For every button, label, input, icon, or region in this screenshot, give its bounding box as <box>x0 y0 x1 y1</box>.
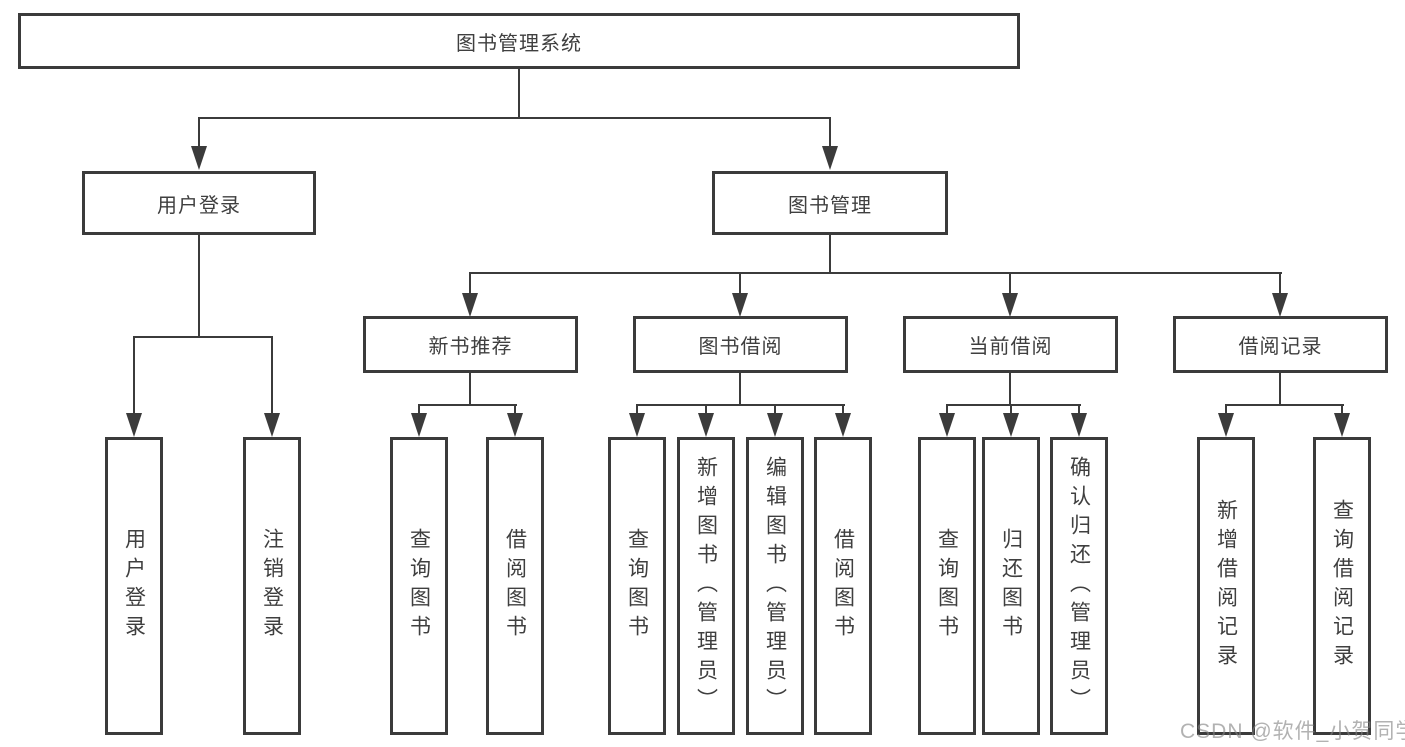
arrow-down <box>264 413 280 437</box>
leaf-label: 用户登录 <box>122 528 146 644</box>
leaf-label: 查询图书 <box>625 528 649 644</box>
connector-line <box>636 404 638 416</box>
node-book-borrow: 图书借阅 <box>633 316 848 373</box>
leaf-label: 查询图书 <box>407 528 431 644</box>
leaf-label: 借阅图书 <box>831 528 855 644</box>
leaf-label: 借阅图书 <box>503 528 527 644</box>
connector-line <box>829 117 831 149</box>
connector-line <box>1225 404 1227 416</box>
connector-line <box>1279 272 1281 295</box>
leaf-label: 查询图书 <box>935 528 959 644</box>
connector-line <box>636 404 845 406</box>
leaf-confirm-return-admin: 确认归还（管理员） <box>1050 437 1108 735</box>
arrow-down <box>1218 413 1234 437</box>
connector-line <box>1341 404 1343 416</box>
connector-line <box>518 69 520 117</box>
arrow-down <box>1334 413 1350 437</box>
node-new-book-recommend: 新书推荐 <box>363 316 578 373</box>
leaf-query-borrow-record: 查询借阅记录 <box>1313 437 1371 735</box>
connector-line <box>469 272 1282 274</box>
leaf-label: 编辑图书（管理员） <box>763 455 787 717</box>
arrow-down <box>126 413 142 437</box>
connector-line <box>829 235 831 273</box>
leaf-borrow-books-1: 借阅图书 <box>486 437 544 735</box>
arrow-down <box>732 293 748 317</box>
arrow-down <box>411 413 427 437</box>
watermark: CSDN @软件_小贺同学 <box>1180 720 1405 743</box>
connector-line <box>1078 404 1080 416</box>
leaf-borrow-books-2: 借阅图书 <box>814 437 872 735</box>
connector-line <box>418 404 517 406</box>
connector-line <box>469 371 471 406</box>
connector-line <box>1009 272 1011 295</box>
connector-line <box>198 117 200 149</box>
leaf-label: 归还图书 <box>999 528 1023 644</box>
connector-line <box>198 235 200 337</box>
leaf-label: 确认归还（管理员） <box>1067 455 1091 717</box>
connector-line <box>739 272 741 295</box>
arrow-down <box>698 413 714 437</box>
arrow-down <box>1071 413 1087 437</box>
leaf-add-borrow-record: 新增借阅记录 <box>1197 437 1255 735</box>
leaf-label: 新增图书（管理员） <box>694 455 718 717</box>
connector-line <box>842 404 844 416</box>
connector-line <box>946 404 1081 406</box>
connector-line <box>1009 371 1011 406</box>
connector-line <box>705 404 707 416</box>
node-user-login: 用户登录 <box>82 171 316 235</box>
leaf-query-books-3: 查询图书 <box>918 437 976 735</box>
connector-line <box>469 272 471 295</box>
connector-line <box>1225 404 1344 406</box>
leaf-label: 注销登录 <box>260 528 284 644</box>
arrow-down <box>939 413 955 437</box>
arrow-down <box>767 413 783 437</box>
arrow-down <box>462 293 478 317</box>
connector-line <box>133 336 273 338</box>
connector-line <box>271 336 273 414</box>
node-root: 图书管理系统 <box>18 13 1020 69</box>
arrow-down <box>1002 293 1018 317</box>
leaf-edit-books-admin: 编辑图书（管理员） <box>746 437 804 735</box>
leaf-label: 查询借阅记录 <box>1330 499 1354 673</box>
leaf-return-books: 归还图书 <box>982 437 1040 735</box>
node-borrow-records: 借阅记录 <box>1173 316 1388 373</box>
leaf-query-books-2: 查询图书 <box>608 437 666 735</box>
arrow-down <box>1003 413 1019 437</box>
arrow-down <box>1272 293 1288 317</box>
connector-line <box>774 404 776 416</box>
connector-line <box>198 117 831 119</box>
connector-line <box>514 404 516 416</box>
connector-line <box>946 404 948 416</box>
connector-line <box>133 336 135 414</box>
leaf-label: 新增借阅记录 <box>1214 499 1238 673</box>
arrow-down <box>835 413 851 437</box>
node-book-management: 图书管理 <box>712 171 948 235</box>
arrow-down <box>507 413 523 437</box>
connector-line <box>739 371 741 406</box>
arrow-down <box>822 146 838 170</box>
leaf-query-books-1: 查询图书 <box>390 437 448 735</box>
leaf-user-login: 用户登录 <box>105 437 163 735</box>
connector-line <box>418 404 420 416</box>
arrow-down <box>629 413 645 437</box>
leaf-add-books-admin: 新增图书（管理员） <box>677 437 735 735</box>
arrow-down <box>191 146 207 170</box>
leaf-logout: 注销登录 <box>243 437 301 735</box>
connector-line <box>1010 404 1012 416</box>
node-current-borrow: 当前借阅 <box>903 316 1118 373</box>
connector-line <box>1279 371 1281 406</box>
